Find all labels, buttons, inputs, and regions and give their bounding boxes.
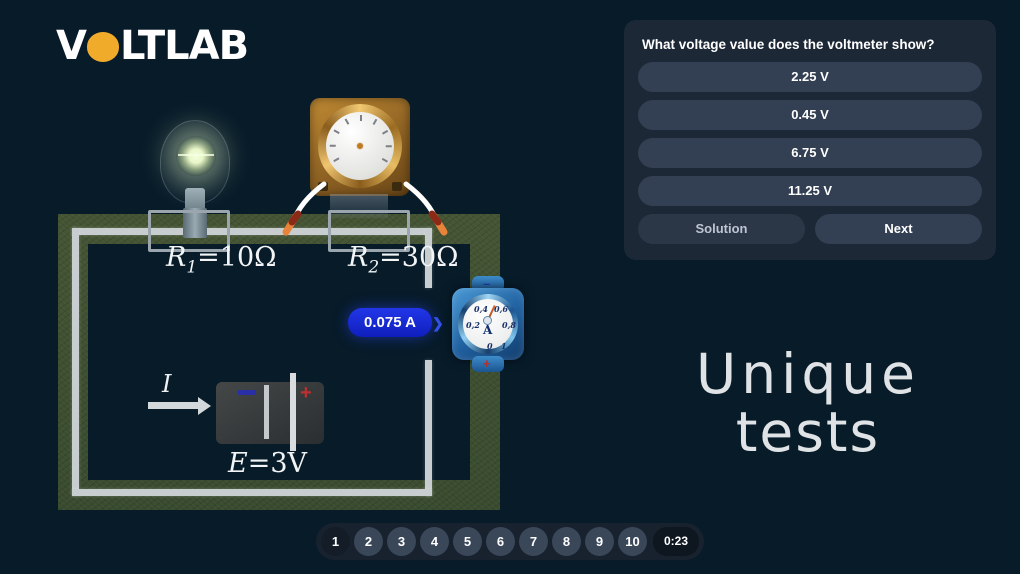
lamp-filament [178, 154, 214, 156]
battery-case[interactable] [216, 382, 324, 444]
resistor-r2[interactable] [328, 210, 410, 252]
promo-headline: Unique tests [695, 342, 920, 464]
ammeter-tick-0.2: 0,2 [466, 320, 480, 330]
voltmeter-needle-pin [356, 142, 364, 150]
ammeter-unit-label: A [483, 323, 493, 337]
ammeter-tick-0: 0 [487, 341, 493, 351]
voltmeter-stand [330, 194, 388, 218]
ammeter-needle-pin [483, 316, 492, 325]
ammeter-tick-0.6: 0,6 [494, 304, 508, 314]
promo-headline-line1: Unique [695, 342, 920, 406]
quiz-timer: 0:23 [652, 527, 700, 556]
chevron-right-icon: ❯ [432, 315, 444, 331]
answer-option-1[interactable]: 2.25 V [638, 62, 982, 92]
answer-option-2[interactable]: 0.45 V [638, 100, 982, 130]
answer-option-4[interactable]: 11.25 V [638, 176, 982, 206]
probe-lead-left [282, 180, 342, 236]
quiz-actions: Solution Next [638, 214, 982, 244]
resistor-r2-label: R2=30Ω [348, 242, 459, 278]
logo-text-after: LTLAB [119, 23, 249, 69]
lamp-glow-icon [176, 136, 216, 176]
resistor-r1[interactable] [148, 210, 230, 252]
resistor-r1-label: R1=10Ω [166, 242, 277, 278]
battery-plate-long [290, 373, 296, 451]
page-button-1[interactable]: 1 [320, 527, 350, 556]
app-logo: V LTLAB [56, 23, 249, 69]
lamp-neck [185, 188, 205, 212]
lamp-base [183, 208, 207, 238]
next-button[interactable]: Next [815, 214, 982, 244]
wire-bottom [72, 489, 432, 496]
battery-plus-marker: + [300, 382, 312, 404]
promo-headline-line2: tests [735, 399, 881, 464]
voltmeter-terminal-right [392, 182, 402, 191]
ammeter-tick-0.8: 0,8 [502, 320, 516, 330]
page-button-10[interactable]: 10 [617, 527, 647, 556]
pagination-bar: 1 2 3 4 5 6 7 8 9 10 0:23 [315, 523, 705, 560]
ammeter-terminal-bottom [472, 356, 504, 372]
page-button-4[interactable]: 4 [419, 527, 449, 556]
logo-o-icon [86, 32, 119, 62]
page-button-3[interactable]: 3 [386, 527, 416, 556]
battery-emf-label: E=3V [228, 448, 308, 479]
ammeter-plus-sign: + [483, 356, 491, 371]
quiz-question: What voltage value does the voltmeter sh… [642, 37, 935, 52]
answer-option-3[interactable]: 6.75 V [638, 138, 982, 168]
current-direction-arrow-icon [148, 397, 211, 415]
battery-plate-short [264, 385, 269, 439]
circuit-board-cutout [88, 244, 470, 480]
battery-minus-marker [238, 390, 256, 395]
wire-top [72, 228, 432, 235]
ammeter-minus-sign: – [483, 276, 491, 291]
page-button-7[interactable]: 7 [518, 527, 548, 556]
wire-right-upper [425, 228, 432, 288]
page-button-9[interactable]: 9 [584, 527, 614, 556]
page-button-6[interactable]: 6 [485, 527, 515, 556]
page-button-2[interactable]: 2 [353, 527, 383, 556]
page-button-8[interactable]: 8 [551, 527, 581, 556]
logo-text-before: V [56, 23, 87, 69]
wire-right-lower [425, 360, 432, 496]
current-value-badge: 0.075 A [348, 308, 432, 337]
probe-lead-right [400, 180, 460, 236]
current-direction-label: I [162, 370, 172, 398]
wire-left [72, 228, 79, 496]
quiz-panel: What voltage value does the voltmeter sh… [624, 20, 996, 260]
solution-button[interactable]: Solution [638, 214, 805, 244]
circuit-diagram: R1=10Ω R2=30Ω – 0 0,2 0,4 0,6 0,8 1 A + … [0, 80, 620, 510]
ammeter-tick-0.4: 0,4 [474, 304, 488, 314]
ammeter-tick-1: 1 [501, 341, 507, 351]
page-button-5[interactable]: 5 [452, 527, 482, 556]
